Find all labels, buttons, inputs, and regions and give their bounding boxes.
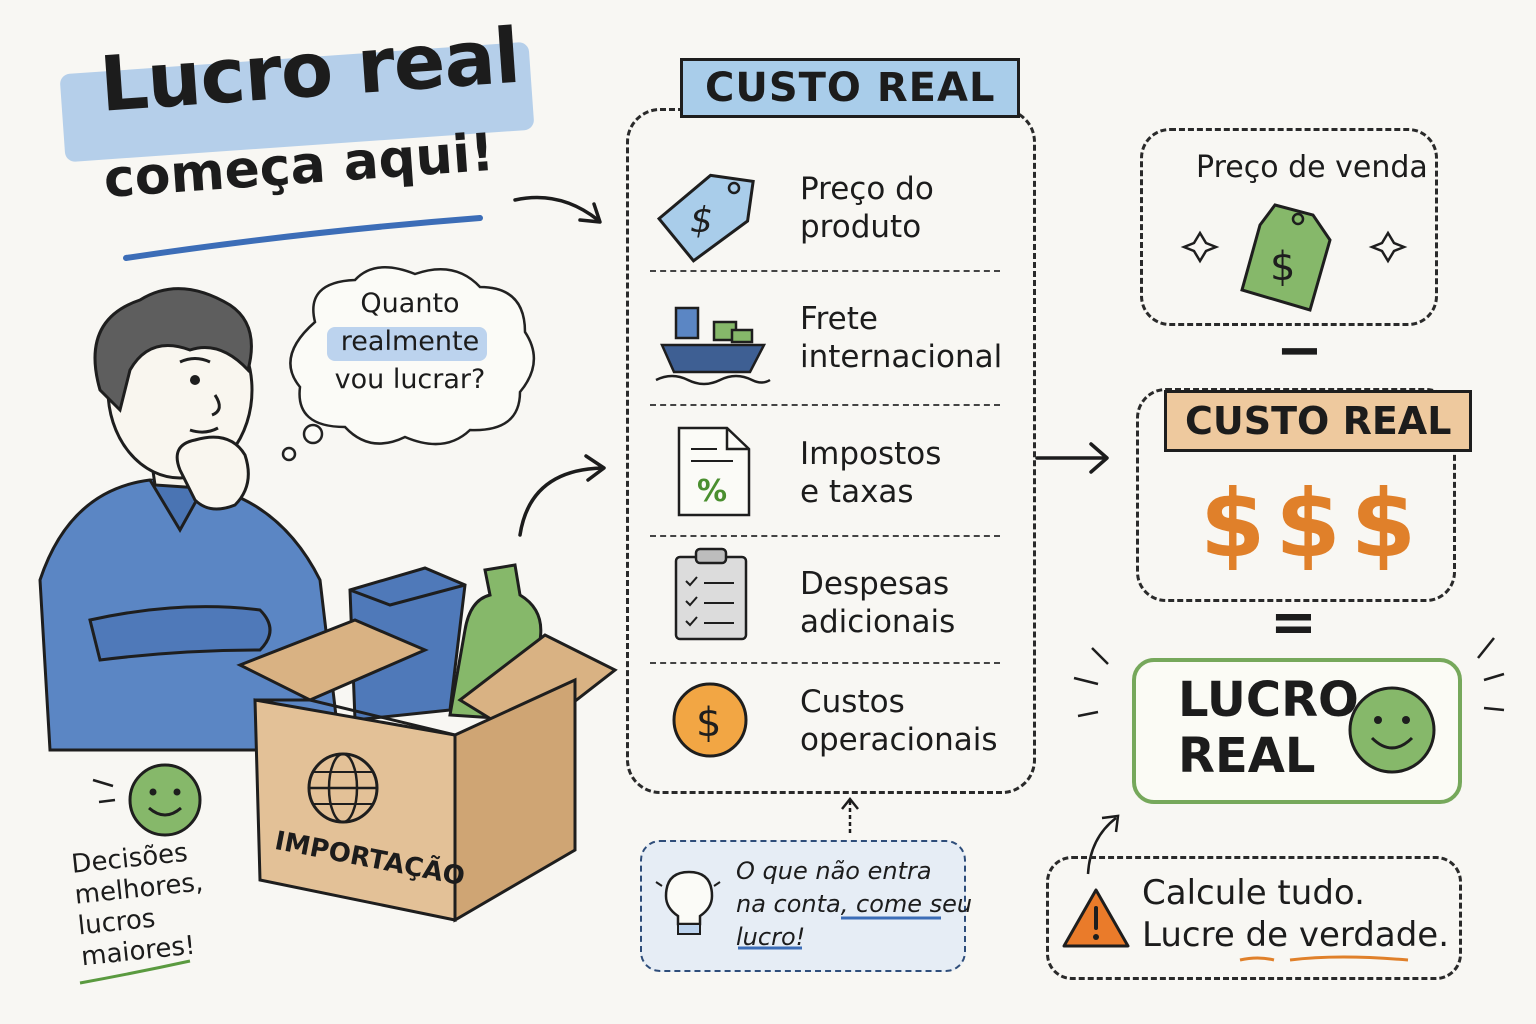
- bubble-line3: vou lucrar?: [334, 364, 486, 395]
- cost-item-line1: Custos: [800, 684, 905, 720]
- headline-underline: [123, 215, 483, 261]
- cost-item-line1: Impostos: [800, 436, 942, 472]
- cost-item-label: Impostos e taxas: [800, 435, 941, 511]
- cost-divider: [650, 270, 1000, 272]
- warning-line1: Calcule tudo.: [1142, 873, 1365, 913]
- minus-sign: −: [1276, 318, 1323, 383]
- cost-item-line1: Preço do: [800, 171, 934, 207]
- side-note: Decisões melhores, lucros maiores!: [70, 837, 211, 974]
- cost-item-line2: internacional: [800, 339, 1003, 375]
- cost-item-line2: operacionais: [800, 722, 998, 758]
- arrow-up-to-profit: [1086, 814, 1120, 875]
- warning-triangle-icon: [1062, 888, 1130, 948]
- arrow-to-cost-panel: [513, 195, 602, 224]
- tip-box: [640, 840, 966, 972]
- arrow-panel-to-equation: [1035, 442, 1109, 474]
- selling-price-box: [1140, 128, 1438, 326]
- tip-line3: lucro!: [736, 923, 806, 951]
- bubble-line2: realmente: [340, 326, 480, 357]
- side-note-underline: [79, 959, 191, 985]
- cost-divider: [650, 535, 1000, 537]
- equals-sign: =: [1270, 590, 1317, 655]
- tip-underline: [738, 916, 941, 950]
- cost-item-label: Custos operacionais: [800, 683, 998, 759]
- cost-item-line1: Despesas: [800, 566, 950, 602]
- lightbulb-icon: [655, 870, 721, 935]
- tip-text: O que não entra na conta, come seu lucro…: [736, 855, 972, 954]
- warning-line2: Lucre de verdade.: [1142, 915, 1449, 955]
- warning-box: [1046, 856, 1462, 980]
- cost-divider: [650, 404, 1000, 406]
- svg-text:$: $: [696, 700, 721, 746]
- cost-panel-title: CUSTO REAL: [680, 58, 1021, 118]
- real-cost-box: [1136, 388, 1456, 602]
- bubble-text: Quanto realmente vou lucrar?: [310, 285, 510, 399]
- arrow-tip-up: [841, 796, 859, 833]
- cost-item-line2: produto: [800, 209, 922, 245]
- price-tag-icon: $: [656, 173, 755, 263]
- cost-item-line2: adicionais: [800, 604, 956, 640]
- real-profit-line1: LUCRO: [1178, 672, 1359, 728]
- svg-text:$: $: [690, 200, 713, 241]
- cost-item-label: Frete internacional: [800, 300, 1002, 376]
- svg-text:$: $: [1270, 244, 1295, 290]
- thinking-person-illustration: [38, 287, 342, 752]
- coin-icon: $: [672, 682, 748, 758]
- real-profit-line2: REAL: [1178, 728, 1316, 784]
- cost-item-line1: Frete: [800, 301, 878, 337]
- tip-line2: na conta, come seu: [736, 890, 973, 918]
- arrow-box-to-panel: [518, 454, 606, 537]
- smiley-small-icon: [92, 763, 202, 837]
- smiley-icon: [1348, 686, 1436, 774]
- selling-price-tag-icon: $: [1180, 203, 1408, 312]
- warning-underline: [1239, 955, 1409, 962]
- dollar-signs: $$$: [1200, 470, 1427, 579]
- real-cost-title: CUSTO REAL: [1164, 390, 1473, 452]
- warning-text: Calcule tudo. Lucre de verdade.: [1142, 872, 1449, 956]
- cost-item-label: Despesas adicionais: [800, 565, 955, 641]
- bubble-line1: Quanto: [360, 288, 460, 319]
- import-box-illustration: [236, 563, 618, 923]
- cost-divider: [650, 662, 1000, 664]
- bubble-highlight: [327, 327, 487, 361]
- selling-price-label: Preço de venda: [1196, 150, 1428, 185]
- cost-item-line2: e taxas: [800, 474, 914, 510]
- clipboard-checklist-icon: [674, 547, 748, 641]
- real-profit-label: LUCRO REAL: [1178, 672, 1359, 784]
- cost-item-label: Preço do produto: [800, 170, 934, 246]
- cargo-ship-icon: [655, 306, 771, 386]
- burst-lines: [1073, 637, 1505, 718]
- tax-document-icon: %: [677, 426, 751, 517]
- svg-text:%: %: [697, 474, 727, 509]
- tip-line1: O que não entra: [736, 857, 932, 885]
